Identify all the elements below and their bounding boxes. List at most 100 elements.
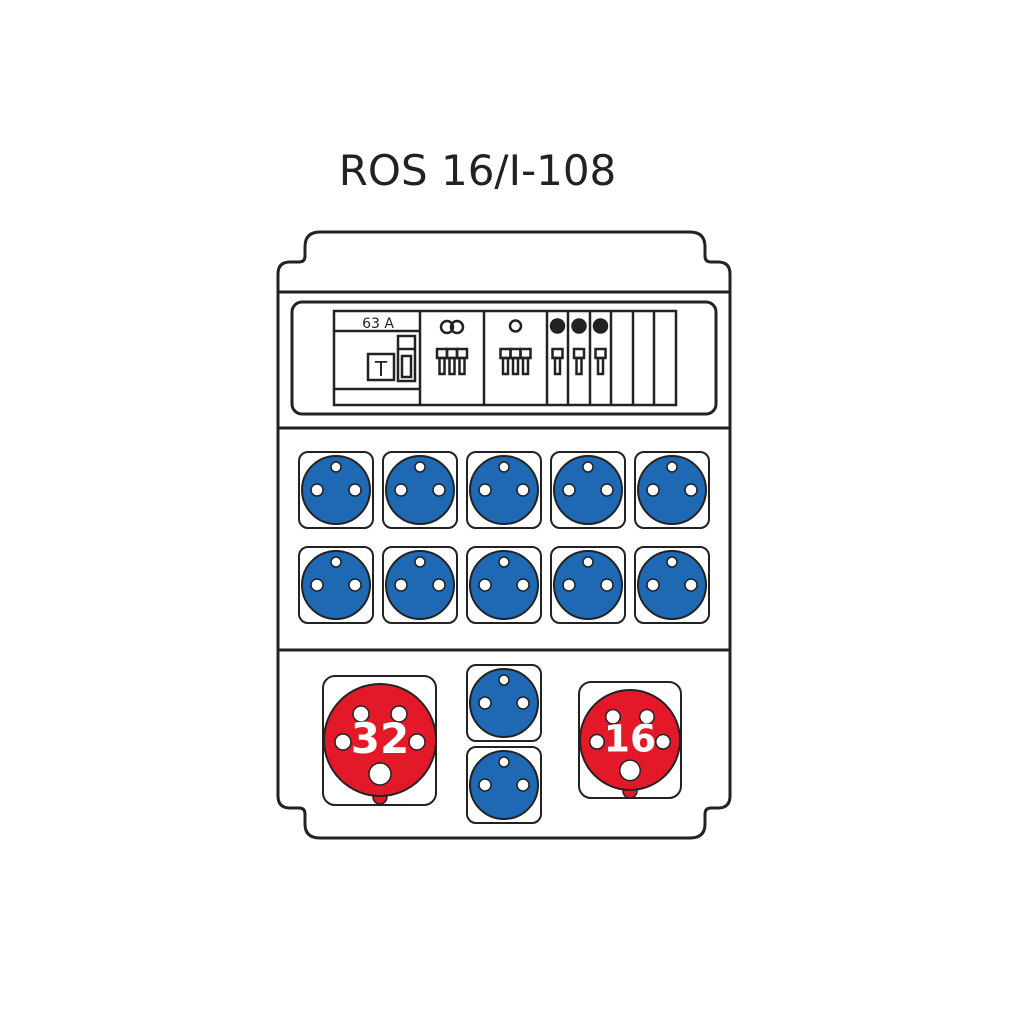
dot-icon [571,318,587,334]
pin-hole-icon [394,578,408,592]
schuko-socket [634,546,710,624]
double-ring-icon [449,319,465,335]
schuko-socket [550,546,626,624]
toggle-lever [455,347,469,360]
sockets: 32 16 [298,451,710,824]
pin-hole-icon [408,733,426,751]
schuko-socket [634,451,710,529]
ring-icon [508,319,523,333]
toggle-lever [448,356,456,376]
schuko-socket [298,546,374,624]
socket-face [637,455,707,525]
cee-red-socket-16: 16 [578,681,682,799]
socket-face [579,689,681,791]
socket-face [323,683,437,797]
pin-hole-icon [352,705,370,723]
earth-pin-icon [368,762,392,786]
toggle-lever [501,356,510,376]
pin-hole-icon [638,708,655,725]
pin-hole-icon [600,483,614,497]
breaker-panel [332,309,678,407]
earth-pin-icon [582,556,594,568]
earth-pin-icon [498,756,510,768]
pin-hole-icon [684,483,698,497]
pin-hole-icon [348,578,362,592]
pin-hole-icon [390,705,408,723]
pin-hole-icon [310,483,324,497]
breaker-module [571,318,587,376]
socket-face [385,455,455,525]
toggle-lever [572,347,586,360]
schuko-socket [466,451,542,529]
schuko-socket [466,664,542,742]
pin-hole-icon [655,733,672,750]
breaker-module [549,318,566,376]
pin-hole-icon [334,733,352,751]
socket-rating: 16 [604,717,656,761]
pin-hole-icon [646,578,660,592]
earth-pin-icon [498,674,510,686]
schuko-socket [382,546,458,624]
socket-rating: 32 [351,714,409,763]
pin-hole-icon [478,696,492,710]
earth-pin-icon [330,556,342,568]
socket-face [301,550,371,620]
toggle-lever [499,347,512,360]
pin-hole-icon [394,483,408,497]
socket-face [637,550,707,620]
earth-pin-icon [666,556,678,568]
toggle-lever [594,347,607,360]
pin-hole-icon [478,578,492,592]
socket-face [469,668,539,738]
breaker-module [435,319,469,376]
rcd-test-button [366,352,396,382]
enclosure [276,230,732,840]
earth-pin-icon [498,556,510,568]
cee-red-socket-32: 32 [322,675,437,806]
earth-pin-icon [414,556,426,568]
toggle-lever [596,356,605,376]
toggle-lever [445,347,459,360]
toggle-lever [521,356,530,376]
pin-hole-icon [516,778,530,792]
pin-hole-icon [478,778,492,792]
pin-hole-icon [684,578,698,592]
socket-face [301,455,371,525]
toggle-lever [575,356,583,376]
schuko-socket [298,451,374,529]
toggle-lever [435,347,449,360]
socket-face [469,455,539,525]
pin-hole-icon [516,696,530,710]
socket-face [553,550,623,620]
toggle-lever [511,356,520,376]
product-title: ROS 16/I-108 [338,146,617,195]
pin-hole-icon [516,483,530,497]
rcd-test-label: T [374,357,388,381]
toggle-lever [509,347,522,360]
toggle-lever [553,356,562,376]
pin-hole-icon [432,578,446,592]
pin-hole-icon [516,578,530,592]
toggle-lever [519,347,532,360]
pin-hole-icon [646,483,660,497]
breaker-module [592,318,609,376]
schuko-socket [382,451,458,529]
earth-pin-icon [582,461,594,473]
schuko-socket [466,546,542,624]
breaker-window [290,300,718,416]
schuko-socket [550,451,626,529]
socket-face [469,550,539,620]
pin-hole-icon [562,578,576,592]
pin-hole-icon [478,483,492,497]
schuko-socket [466,746,542,824]
toggle-lever [458,356,466,376]
pin-hole-icon [432,483,446,497]
pin-hole-icon [348,483,362,497]
pin-hole-icon [605,708,622,725]
earth-pin-icon [414,461,426,473]
socket-face [469,750,539,820]
earth-pin-icon [498,461,510,473]
pin-hole-icon [310,578,324,592]
earth-pin-icon [330,461,342,473]
pin-hole-icon [562,483,576,497]
